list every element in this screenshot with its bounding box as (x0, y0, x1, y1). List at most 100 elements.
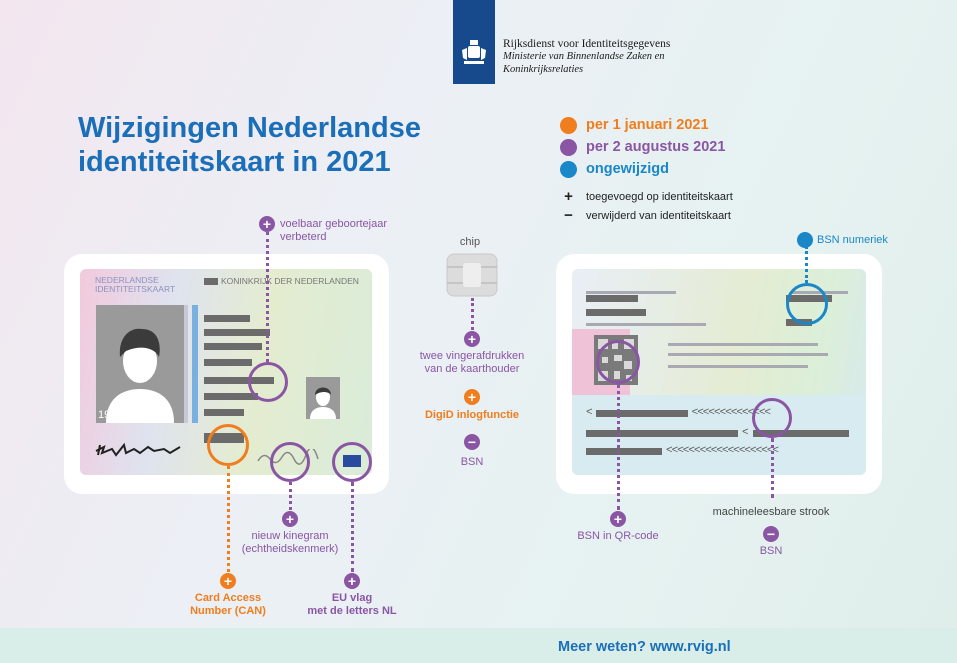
mrz-ring (752, 398, 792, 438)
mrz-chevrons: <<<<<<<<<<<<<< (691, 407, 771, 419)
data-line (668, 353, 828, 356)
label-line: EU vlag (331, 592, 373, 604)
fingerprints-label: twee vingerafdrukken van de kaarthouder (400, 350, 544, 376)
mrz-bar (586, 429, 738, 437)
mrz-line-3: <<<<<<<<<<<<<<<<<<<< (586, 445, 779, 457)
signature-icon (95, 442, 181, 457)
bsn-numeric-label: BSN numeriek (817, 234, 888, 246)
label-line: Number (CAN) (190, 605, 266, 617)
data-line (586, 291, 676, 294)
data-bar (204, 377, 274, 384)
data-bar (586, 309, 646, 316)
legend-item-unchanged: ongewijzigd (560, 158, 733, 180)
data-bar (204, 315, 250, 322)
blue-dot-icon (797, 232, 813, 248)
legend-symbol-removed: − verwijderd van identiteitskaart (560, 207, 733, 224)
connector-line (266, 232, 269, 362)
mrz-line-1: < <<<<<<<<<<<<<< (586, 407, 771, 419)
birth-year-label: voelbaar geboortejaar verbeterd (280, 218, 387, 244)
org-name: Rijksdienst voor Identiteitsgegevens (503, 38, 671, 50)
title-line-2: identiteitskaart in 2021 (78, 146, 391, 178)
birth-year: 1965 (98, 409, 123, 421)
chip-icon (446, 253, 498, 297)
minus-icon: − (564, 207, 573, 224)
label-line: verbeterd (280, 231, 327, 243)
bsn-right-label: BSN (759, 545, 783, 557)
kinegram-label: nieuw kinegram (echtheidskenmerk) (230, 530, 350, 556)
legend: per 1 januari 2021 per 2 augustus 2021 o… (560, 114, 733, 224)
orange-dot-icon (560, 116, 577, 134)
rijksoverheid-logo (453, 0, 495, 84)
card-title-2: IDENTITEITSKAART (95, 284, 176, 294)
legend-item-jan: per 1 januari 2021 (560, 114, 733, 136)
person-silhouette-icon (106, 328, 174, 423)
portrait-photo (96, 305, 184, 423)
connector-line (351, 482, 354, 572)
data-line (668, 365, 808, 368)
label-line: nieuw kinegram (251, 530, 329, 542)
plus-icon: + (259, 216, 275, 232)
mrz-chevrons: <<<<<<<<<<<<<<<<<<<< (666, 445, 779, 457)
data-bar (204, 409, 244, 416)
minus-icon: − (464, 434, 480, 450)
data-line (668, 343, 818, 346)
footer-link[interactable]: Meer weten? www.rvig.nl (558, 639, 731, 655)
eu-flag-ring (332, 442, 372, 482)
plus-icon: + (464, 331, 480, 347)
legend-label: ongewijzigd (586, 161, 669, 177)
plus-icon: + (220, 573, 236, 589)
org-sub-2: Koninkrijksrelaties (503, 64, 584, 75)
bsn-numeric-ring (786, 283, 828, 325)
footer: Meer weten? www.rvig.nl (0, 628, 957, 663)
legend-symbol-label: toegevoegd op identiteitskaart (586, 190, 733, 203)
bsn-qr-label: BSN in QR-code (577, 530, 659, 542)
kingdom-text: KONINKRIJK DER NEDERLANDEN (221, 276, 359, 286)
label-line: twee vingerafdrukken (419, 350, 525, 362)
mrz-bar (586, 447, 662, 455)
data-bar (204, 329, 270, 336)
plus-icon: + (282, 511, 298, 527)
kinegram-ring (270, 442, 310, 482)
card-title-1: NEDERLANDSE (95, 275, 159, 285)
connector-line (617, 384, 620, 510)
organization-block: Rijksdienst voor Identiteitsgegevens Min… (503, 38, 670, 76)
eu-flag-label: EU vlag met de letters NL (296, 592, 408, 618)
mrz-label: machineleesbare strook (712, 506, 830, 518)
purple-dot-icon (560, 138, 577, 156)
data-line (586, 323, 706, 326)
label-line: van de kaarthouder (424, 363, 520, 375)
plus-icon: + (564, 188, 573, 205)
legend-label: per 1 januari 2021 (586, 117, 709, 133)
plus-icon: + (464, 389, 480, 405)
legend-symbol-label: verwijderd van identiteitskaart (586, 209, 731, 222)
connector-line (289, 482, 292, 510)
ghost-photo (306, 377, 340, 419)
blue-strip (192, 305, 198, 423)
org-sub-1: Ministerie van Binnenlandse Zaken en (503, 51, 665, 62)
plus-icon: + (610, 511, 626, 527)
legend-symbol-added: + toegevoegd op identiteitskaart (560, 188, 733, 205)
legend-label: per 2 augustus 2021 (586, 139, 726, 155)
birth-year-ring (248, 362, 288, 402)
mrz-line-2: < (586, 427, 849, 439)
legend-item-aug: per 2 augustus 2021 (560, 136, 733, 158)
data-bar (204, 393, 258, 400)
can-ring (207, 424, 249, 466)
mrz-chevron: < (586, 407, 593, 419)
label-line: voelbaar geboortejaar (280, 218, 388, 230)
coat-of-arms-icon (462, 40, 486, 64)
mrz-bar (595, 409, 688, 417)
person-silhouette-icon (310, 387, 336, 419)
connector-line (805, 246, 808, 283)
photo-strip (184, 305, 188, 423)
label-line: (echtheidskenmerk) (241, 543, 339, 555)
connector-line (471, 298, 474, 330)
front-card: NEDERLANDSE IDENTITEITSKAART KONINKRIJK … (80, 269, 372, 475)
can-label: Card Access Number (CAN) (180, 592, 276, 618)
minus-icon: − (763, 526, 779, 542)
mrz-chevron: < (742, 427, 749, 439)
mrz-bar (752, 429, 849, 437)
label-line: met de letters NL (307, 605, 397, 617)
card-title: NEDERLANDSE IDENTITEITSKAART (95, 276, 175, 294)
qr-ring (596, 340, 640, 384)
